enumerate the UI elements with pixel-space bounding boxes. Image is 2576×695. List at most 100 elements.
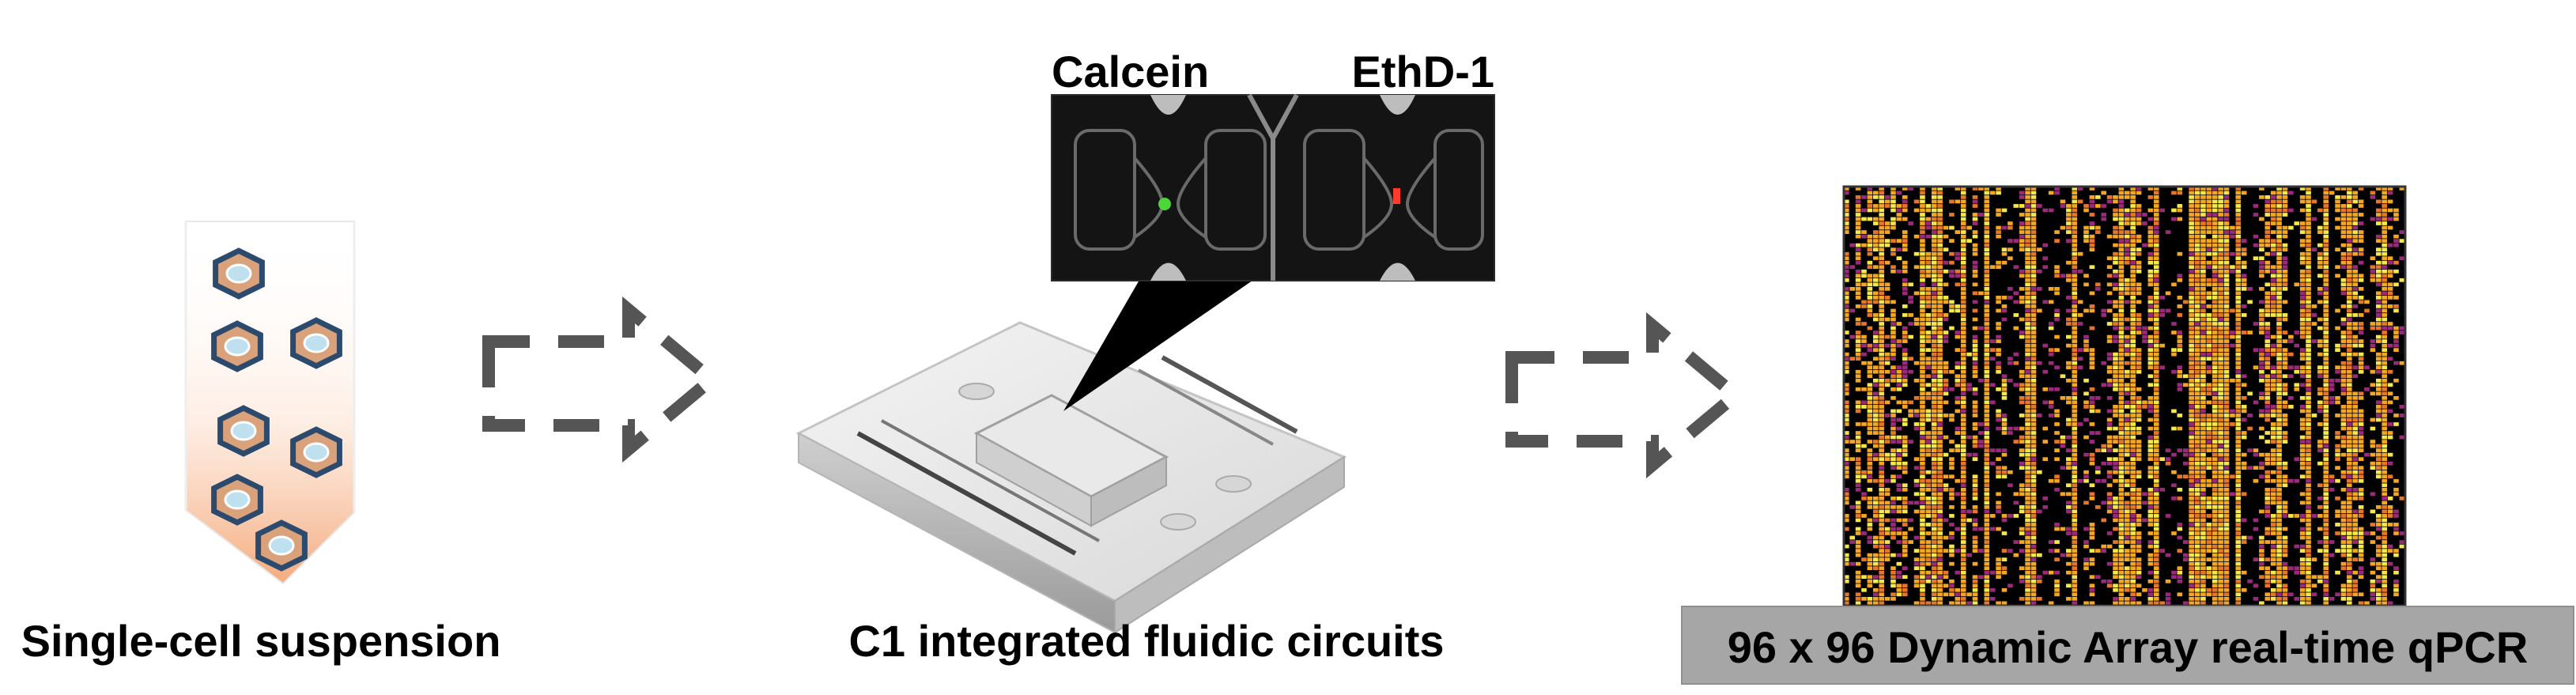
heatmap-cell	[1867, 334, 1873, 339]
heatmap-cell	[1872, 431, 1879, 435]
heatmap-cell	[1879, 239, 1884, 243]
heatmap-cell	[1890, 553, 1896, 557]
heatmap-cell	[2083, 601, 2089, 606]
heatmap-cell	[1902, 348, 1908, 352]
heatmap-cell	[1913, 217, 1920, 221]
heatmap-cell	[2008, 326, 2013, 331]
heatmap-cell	[1943, 256, 1949, 261]
heatmap-cell	[2037, 448, 2042, 452]
heatmap-cell	[2077, 509, 2083, 514]
heatmap-cell	[2008, 601, 2013, 606]
heatmap-cell	[2013, 378, 2019, 383]
heatmap-cell	[2013, 361, 2019, 365]
heatmap-cell	[1896, 575, 1902, 580]
heatmap-cell	[2048, 409, 2054, 414]
heatmap-cell	[1960, 265, 1966, 270]
heatmap-cell	[2118, 308, 2125, 313]
heatmap-cell	[1931, 535, 1937, 540]
heatmap-cell	[1890, 339, 1896, 343]
heatmap-cell	[1890, 208, 1896, 213]
heatmap-cell	[2001, 208, 2008, 213]
heatmap-cell	[2072, 492, 2078, 497]
heatmap-cell	[1844, 435, 1849, 440]
heatmap-cell	[2083, 592, 2089, 597]
heatmap-cell	[1908, 256, 1913, 261]
heatmap-cell	[1867, 304, 1873, 308]
heatmap-cell	[2106, 509, 2113, 514]
heatmap-cell	[2054, 405, 2060, 409]
heatmap-cell	[2042, 431, 2049, 435]
heatmap-cell	[1972, 496, 1978, 500]
heatmap-cell	[2118, 435, 2125, 440]
heatmap-cell	[2025, 527, 2030, 531]
heatmap-cell	[1896, 260, 1902, 265]
heatmap-cell	[1867, 514, 1873, 518]
heatmap-cell	[2048, 265, 2054, 270]
heatmap-cell	[1902, 243, 1908, 247]
heatmap-cell	[2001, 470, 2008, 474]
heatmap-cell	[1902, 239, 1908, 243]
heatmap-cell	[1966, 348, 1972, 352]
heatmap-cell	[1972, 217, 1978, 221]
heatmap-cell	[2125, 256, 2130, 261]
heatmap-cell	[1902, 204, 1908, 208]
heatmap-cell	[2101, 387, 2107, 391]
heatmap-cell	[1996, 251, 2001, 256]
heatmap-cell	[1849, 269, 1855, 274]
heatmap-cell	[1960, 378, 1966, 383]
heatmap-cell	[1884, 474, 1890, 479]
heatmap-cell	[1920, 584, 1925, 588]
heatmap-cell	[1890, 457, 1896, 462]
heatmap-cell	[2077, 518, 2083, 523]
heatmap-cell	[2054, 553, 2060, 557]
heatmap-cell	[1984, 452, 1990, 457]
heatmap-cell	[1920, 400, 1925, 405]
heatmap-cell	[2013, 260, 2019, 265]
heatmap-cell	[2025, 391, 2030, 396]
heatmap-cell	[2019, 426, 2025, 431]
heatmap-cell	[1960, 417, 1966, 422]
heatmap-cell	[1879, 457, 1884, 462]
heatmap-cell	[2042, 187, 2049, 191]
heatmap-cell	[2048, 544, 2054, 549]
heatmap-cell	[2101, 213, 2107, 217]
heatmap-cell	[2001, 213, 2008, 217]
heatmap-cell	[1890, 440, 1896, 444]
heatmap-cell	[1872, 531, 1879, 535]
heatmap-cell	[1972, 579, 1978, 584]
heatmap-cell	[1867, 409, 1873, 414]
heatmap-cell	[1855, 483, 1861, 488]
heatmap-cell	[1884, 278, 1890, 282]
heatmap-cell	[2083, 457, 2089, 462]
heatmap-cell	[2030, 531, 2037, 535]
heatmap-cell	[2037, 365, 2042, 370]
heatmap-cell	[1978, 274, 1984, 278]
heatmap-cell	[2113, 566, 2118, 571]
heatmap-cell	[1849, 544, 1855, 549]
heatmap-cell	[1949, 195, 1955, 199]
heatmap-cell	[1937, 531, 1943, 535]
heatmap-cell	[1867, 300, 1873, 304]
heatmap-cell	[2030, 435, 2037, 440]
heatmap-cell	[1989, 230, 1996, 234]
heatmap-cell	[2066, 466, 2072, 470]
heatmap-cell	[1855, 352, 1861, 357]
heatmap-cell	[1996, 466, 2001, 470]
heatmap-cell	[1984, 400, 1990, 405]
heatmap-cell	[2106, 256, 2113, 261]
heatmap-cell	[1908, 535, 1913, 540]
heatmap-cell	[2101, 326, 2107, 331]
heatmap-cell	[2136, 587, 2142, 592]
heatmap-cell	[1890, 531, 1896, 535]
heatmap-cell	[2136, 470, 2142, 474]
heatmap-cell	[2048, 221, 2054, 225]
heatmap-cell	[2077, 409, 2083, 414]
heatmap-cell	[1855, 549, 1861, 553]
heatmap-cell	[1879, 334, 1884, 339]
heatmap-cell	[1890, 199, 1896, 204]
heatmap-cell	[2019, 474, 2025, 479]
heatmap-cell	[1890, 461, 1896, 466]
cell-3	[290, 317, 342, 369]
heatmap-cell	[2030, 265, 2037, 270]
heatmap-cell	[2072, 478, 2078, 483]
